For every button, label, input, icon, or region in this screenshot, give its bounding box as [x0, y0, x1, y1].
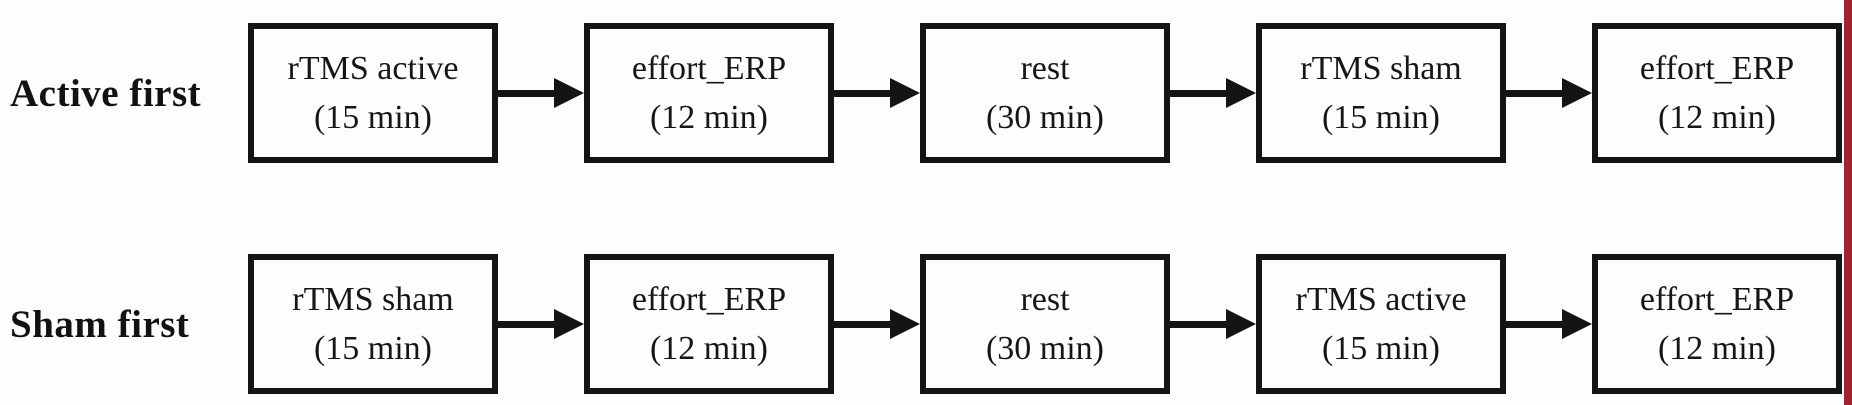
arrow-head	[1562, 78, 1592, 108]
arrow-shaft	[1506, 89, 1563, 97]
arrow-right-icon	[498, 254, 584, 394]
arrow-right-icon	[1506, 23, 1592, 163]
row-label-sham-first: Sham first	[10, 302, 190, 346]
step-duration: (12 min)	[1657, 330, 1777, 367]
arrow-head	[1226, 309, 1256, 339]
arrow-head	[1562, 309, 1592, 339]
arrow-shaft	[1170, 320, 1227, 328]
flow-step-box: rTMS active (15 min)	[248, 23, 498, 163]
step-duration: (30 min)	[985, 99, 1105, 136]
arrow-right-icon	[1506, 254, 1592, 394]
arrow-head	[890, 78, 920, 108]
arrow-shaft	[1170, 89, 1227, 97]
step-duration: (30 min)	[985, 330, 1105, 367]
arrow-right-icon	[834, 254, 920, 394]
arrow-right-icon	[498, 23, 584, 163]
arrow-right-icon	[1170, 254, 1256, 394]
flow-step-box: effort_ERP (12 min)	[1592, 254, 1842, 394]
arrow-head	[1226, 78, 1256, 108]
step-title: rTMS sham	[292, 281, 454, 318]
arrow-shaft	[834, 320, 891, 328]
arrow-right-icon	[1170, 23, 1256, 163]
step-title: effort_ERP	[1639, 50, 1795, 87]
step-title: effort_ERP	[631, 281, 787, 318]
arrow-shaft	[498, 89, 555, 97]
step-duration: (15 min)	[1321, 330, 1441, 367]
arrow-shaft	[498, 320, 555, 328]
step-title: rTMS sham	[1300, 50, 1462, 87]
arrow-shaft	[834, 89, 891, 97]
arrow-head	[554, 309, 584, 339]
protocol-row-sham-first: Sham first rTMS sham (15 min) effort_ERP…	[0, 254, 1842, 394]
arrow-right-icon	[834, 23, 920, 163]
flow-step-box: rTMS active (15 min)	[1256, 254, 1506, 394]
step-duration: (12 min)	[649, 330, 769, 367]
arrow-head	[890, 309, 920, 339]
step-duration: (15 min)	[313, 99, 433, 136]
step-title: rTMS active	[1295, 281, 1467, 318]
flow-step-box: effort_ERP (12 min)	[584, 23, 834, 163]
step-title: rTMS active	[287, 50, 459, 87]
step-title: effort_ERP	[1639, 281, 1795, 318]
protocol-row-active-first: Active first rTMS active (15 min) effort…	[0, 23, 1842, 163]
arrow-head	[554, 78, 584, 108]
step-duration: (15 min)	[1321, 99, 1441, 136]
step-duration: (12 min)	[1657, 99, 1777, 136]
flow-step-box: effort_ERP (12 min)	[1592, 23, 1842, 163]
right-edge-accent-stripe	[1844, 0, 1852, 405]
step-title: effort_ERP	[631, 50, 787, 87]
step-duration: (12 min)	[649, 99, 769, 136]
flow-step-box: rest (30 min)	[920, 254, 1170, 394]
row-label-active-first: Active first	[10, 71, 202, 115]
step-duration: (15 min)	[313, 330, 433, 367]
flow-sham-first: rTMS sham (15 min) effort_ERP (12 min) r…	[248, 254, 1842, 394]
flow-step-box: rTMS sham (15 min)	[248, 254, 498, 394]
flow-step-box: effort_ERP (12 min)	[584, 254, 834, 394]
flow-step-box: rest (30 min)	[920, 23, 1170, 163]
arrow-shaft	[1506, 320, 1563, 328]
step-title: rest	[1020, 281, 1070, 318]
flow-active-first: rTMS active (15 min) effort_ERP (12 min)…	[248, 23, 1842, 163]
step-title: rest	[1020, 50, 1070, 87]
flow-step-box: rTMS sham (15 min)	[1256, 23, 1506, 163]
